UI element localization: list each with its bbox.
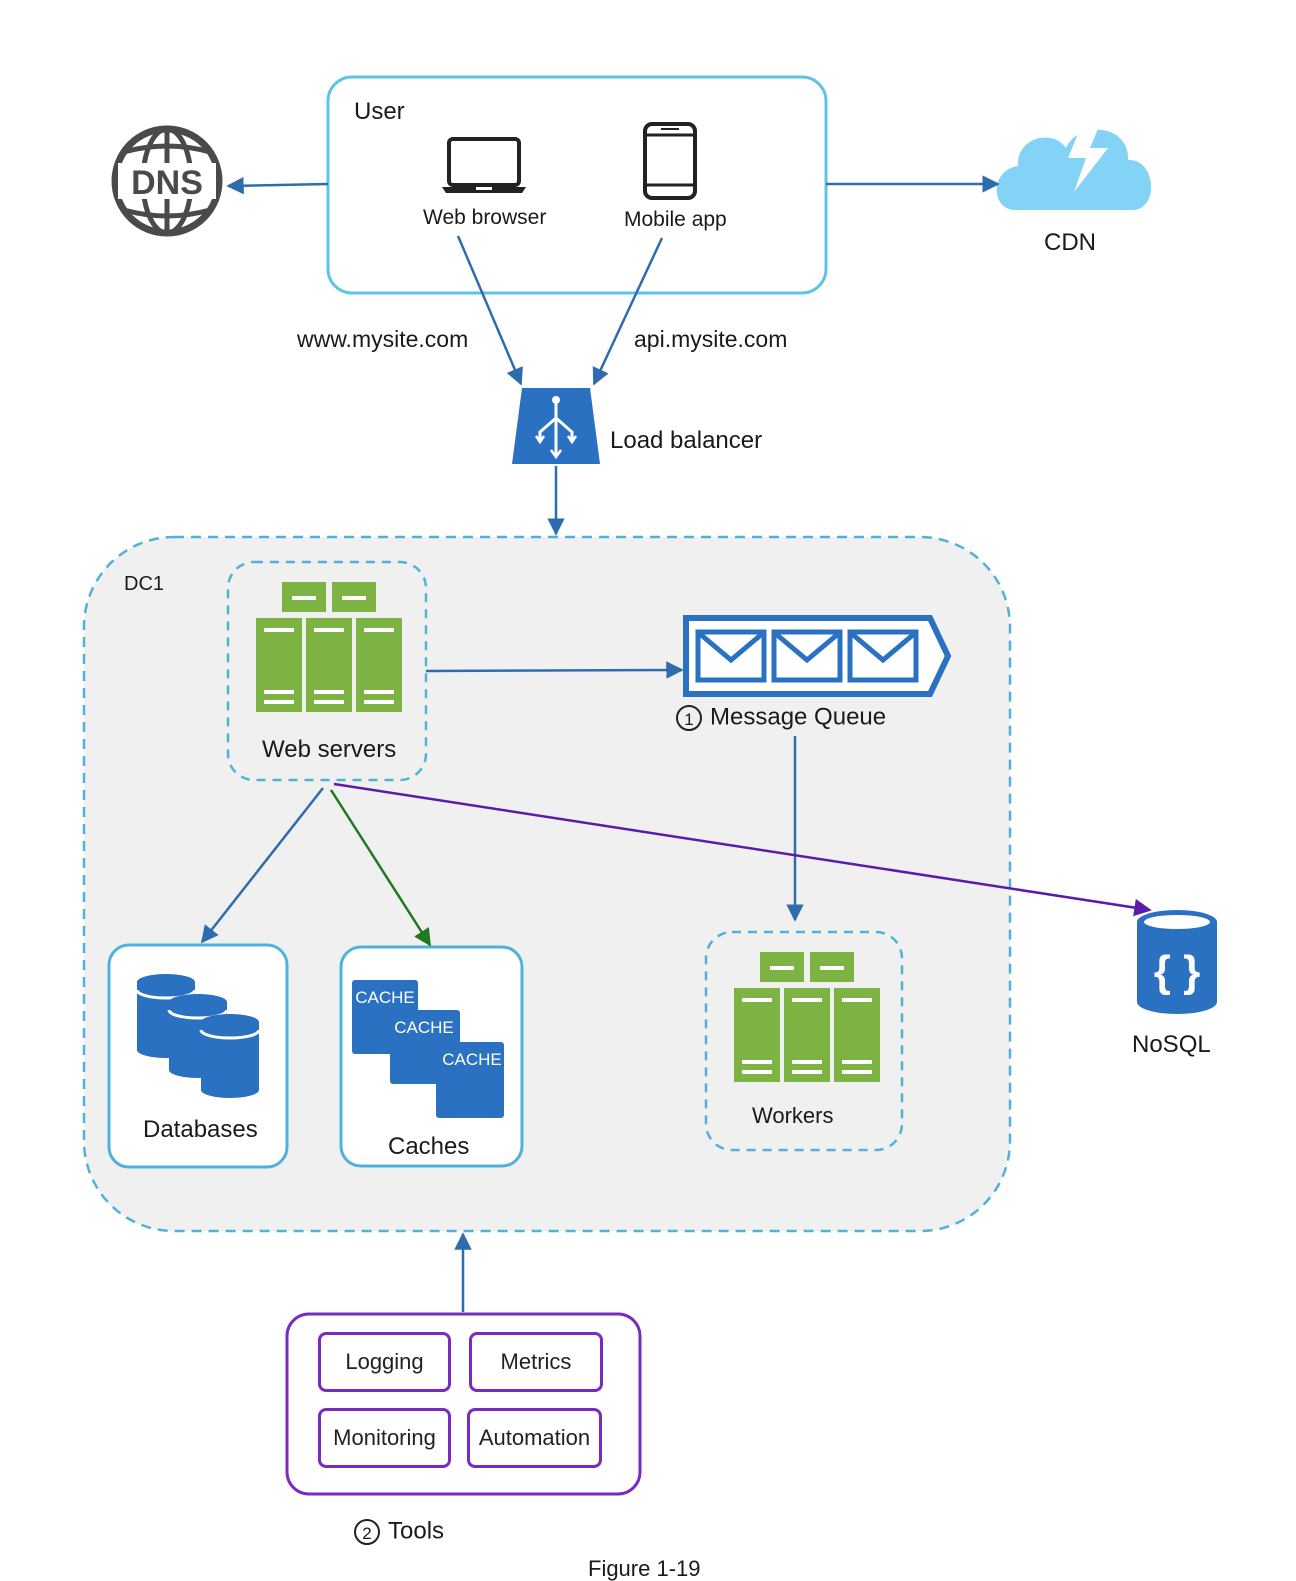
cdn-cloud-icon xyxy=(996,124,1152,210)
load-balancer-icon xyxy=(512,388,600,464)
tool-metrics: Metrics xyxy=(469,1332,603,1392)
arrow-web-to-queue xyxy=(425,661,684,679)
web-servers-label: Web servers xyxy=(262,736,397,763)
web-browser-label: Web browser xyxy=(423,206,547,229)
tool-logging: Logging xyxy=(318,1332,451,1392)
cache-tag: CACHE xyxy=(394,1018,454,1037)
arrow-user-to-dns xyxy=(226,176,329,195)
databases-label: Databases xyxy=(143,1116,258,1143)
mobile-app-label: Mobile app xyxy=(624,208,727,231)
cdn-label: CDN xyxy=(1044,229,1096,256)
api-route-label: api.mysite.com xyxy=(634,326,788,352)
cache-tag: CACHE xyxy=(442,1050,502,1069)
laptop-icon xyxy=(442,137,526,193)
load-balancer-label: Load balancer xyxy=(610,427,763,454)
caches-label: Caches xyxy=(388,1133,470,1160)
workers-group xyxy=(704,930,904,1152)
figure-caption: Figure 1-19 xyxy=(588,1556,701,1581)
web-servers-group xyxy=(226,560,428,782)
message-queue-icon xyxy=(683,615,952,697)
message-queue-number: 1 xyxy=(676,705,702,731)
workers-label: Workers xyxy=(752,1103,834,1128)
message-queue-text: Message Queue xyxy=(710,703,887,731)
arrow-mobile-to-lb xyxy=(592,237,664,386)
tools-label: 2 Tools xyxy=(354,1519,444,1545)
arrow-web-to-nosql xyxy=(333,782,1152,917)
dc1-label: DC1 xyxy=(124,573,165,595)
dns-globe-icon: DNS xyxy=(111,125,223,237)
user-title: User xyxy=(354,98,405,125)
web-servers-icon xyxy=(256,582,402,712)
cache-tag: CACHE xyxy=(355,988,415,1007)
nosql-braces: { } xyxy=(1154,947,1200,996)
arrow-browser-to-lb xyxy=(456,235,523,386)
workers-server-icon xyxy=(734,952,880,1082)
database-cylinders-icon xyxy=(135,974,261,1098)
tools-text: Tools xyxy=(388,1517,445,1545)
dns-text: DNS xyxy=(131,164,203,202)
cache-stack-icon: CACHE CACHE CACHE xyxy=(352,980,504,1118)
tool-automation: Automation xyxy=(467,1408,602,1468)
tools-number: 2 xyxy=(354,1519,380,1545)
arrow-web-to-databases xyxy=(200,787,324,944)
tool-monitoring: Monitoring xyxy=(318,1408,451,1468)
nosql-label: NoSQL xyxy=(1132,1031,1211,1058)
web-route-label: www.mysite.com xyxy=(297,326,469,352)
nosql-icon: { } xyxy=(1137,910,1217,1014)
phone-icon xyxy=(643,122,697,200)
arrow-web-to-caches xyxy=(329,789,432,947)
message-queue-label: 1 Message Queue xyxy=(676,705,886,731)
